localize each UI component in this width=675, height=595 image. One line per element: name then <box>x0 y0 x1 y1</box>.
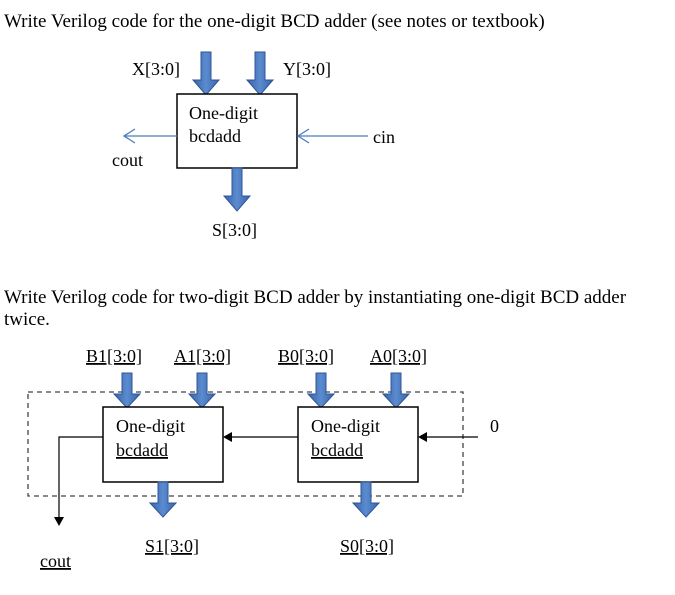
carry-in-zero-label: 0 <box>490 416 499 436</box>
bus-arrow-s1-icon <box>148 481 178 518</box>
sum-output-label: S[3:0] <box>212 220 257 240</box>
one-digit-diagram: X[3:0] Y[3:0] One-digit bcdadd cout cin … <box>112 51 395 240</box>
block-low-line2: bcdadd <box>311 440 363 460</box>
input-label-a1: A1[3:0] <box>174 346 231 366</box>
block-high-line2: bcdadd <box>116 440 168 460</box>
two-digit-module-boundary <box>27 391 464 497</box>
carry-in-arrow-icon <box>296 128 368 144</box>
two-digit-diagram: B1[3:0] A1[3:0] B0[3:0] A0[3:0] One-digi… <box>27 346 499 571</box>
input-label-x: X[3:0] <box>132 59 180 79</box>
sum-low-label: S0[3:0] <box>340 536 394 556</box>
block-high-line1: One-digit <box>116 416 185 436</box>
bus-arrow-sum-icon <box>222 167 252 212</box>
carry-out-arrow-icon <box>122 128 177 144</box>
sum-high-label: S1[3:0] <box>145 536 199 556</box>
question-1-text: Write Verilog code for the one-digit BCD… <box>4 11 545 32</box>
question-2-text: Write Verilog code for two-digit BCD add… <box>4 287 627 330</box>
bcdadd-block <box>176 93 298 169</box>
bus-arrow-y-icon <box>245 51 275 96</box>
input-label-y: Y[3:0] <box>283 59 331 79</box>
bus-arrow-b1-icon <box>112 372 142 409</box>
bus-arrow-s0-icon <box>351 481 381 518</box>
bcdadd-block-high <box>102 406 224 483</box>
block-title-line1: One-digit <box>189 103 258 123</box>
input-label-b0: B0[3:0] <box>278 346 334 366</box>
carry-out-arrow-icon <box>54 436 103 526</box>
bus-arrow-x-icon <box>191 51 221 96</box>
carry-link-arrow-icon <box>223 432 298 442</box>
bus-arrow-b0-icon <box>306 372 336 409</box>
input-label-b1: B1[3:0] <box>86 346 142 366</box>
block-low-line1: One-digit <box>311 416 380 436</box>
input-label-a0: A0[3:0] <box>370 346 427 366</box>
carry-out-label: cout <box>112 150 143 170</box>
carry-in-zero-arrow-icon <box>418 432 478 442</box>
block-title-line2: bcdadd <box>189 126 241 146</box>
carry-out-label-2: cout <box>40 551 71 571</box>
bus-arrow-a1-icon <box>187 372 217 409</box>
carry-in-label: cin <box>373 127 395 147</box>
bus-arrow-a0-icon <box>381 372 411 409</box>
bcdadd-block-low <box>297 406 419 483</box>
